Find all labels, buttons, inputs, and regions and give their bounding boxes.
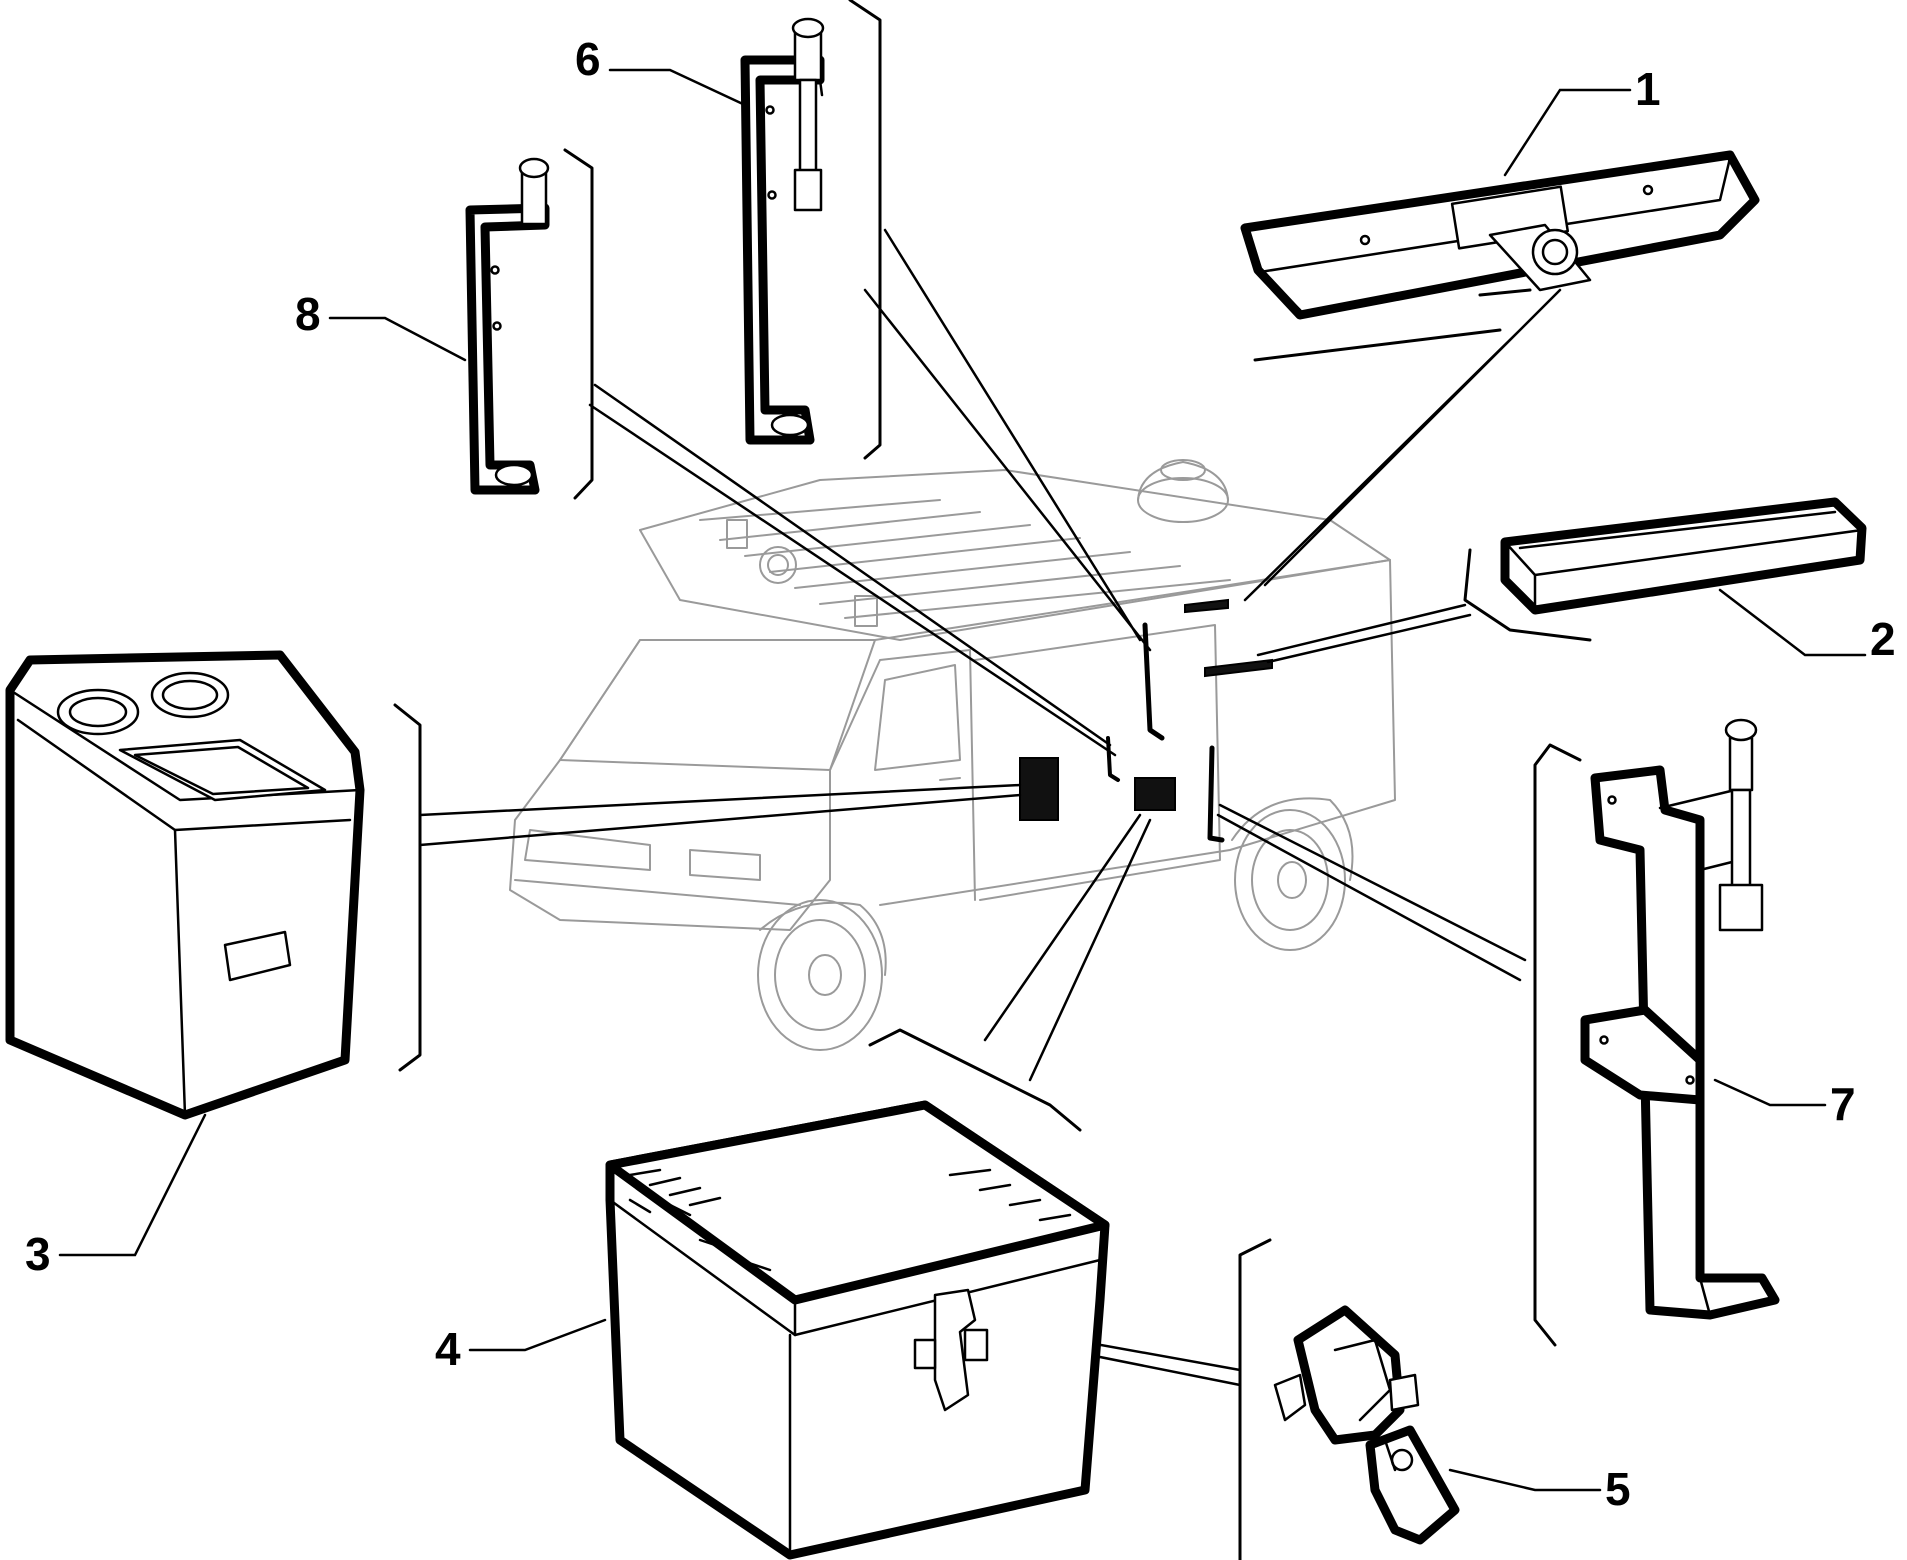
- callout-6: 6: [575, 33, 601, 85]
- bracket-icon: [465, 157, 550, 495]
- clamp-bar-icon: [1240, 150, 1760, 320]
- container-icon: [5, 650, 365, 1120]
- tray-icon: [1500, 497, 1867, 615]
- van-icon: [509, 459, 1396, 1051]
- group-brackets: [393, 0, 1592, 1560]
- bracket-icon: [740, 17, 825, 445]
- bracket-icon: [1580, 718, 1780, 1320]
- callout-1: 1: [1635, 63, 1661, 115]
- latch-icon: [1273, 1305, 1460, 1545]
- callout-4: 4: [435, 1323, 461, 1375]
- leader-lines: [58, 68, 1867, 1492]
- callout-7: 7: [1830, 1078, 1856, 1130]
- callout-labels: 1 2 3 4 5 6 7 8: [25, 33, 1896, 1515]
- tool-box-icon: [605, 1100, 1110, 1560]
- callout-2: 2: [1870, 613, 1896, 665]
- callout-8: 8: [295, 288, 321, 340]
- callout-3: 3: [25, 1228, 51, 1280]
- mount-markers: [1019, 598, 1273, 843]
- callout-5: 5: [1605, 1463, 1631, 1515]
